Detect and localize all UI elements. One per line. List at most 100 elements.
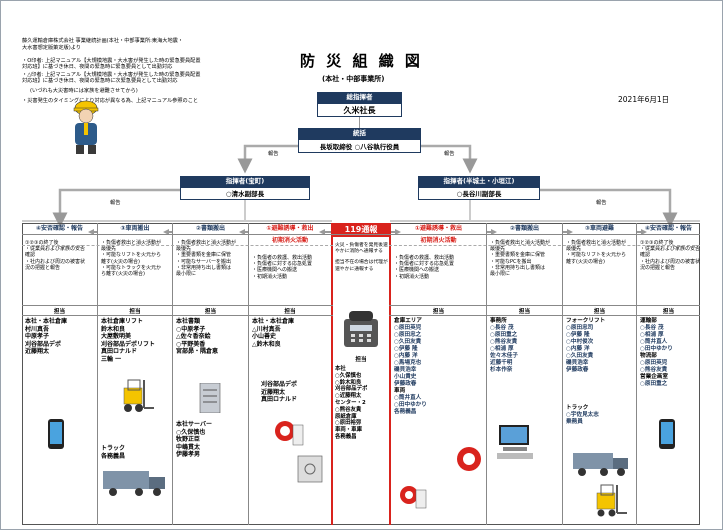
name-line: ○内藤 洋 [394, 353, 418, 359]
name-line: ○近藤翔太 [335, 393, 362, 400]
desc-line: ・初期消火活動 [394, 273, 430, 280]
note-2: 対応班】に基づき休日、夜間の緊急時に緊急要員として出勤対応 [22, 64, 173, 70]
right-col-3-head: ③車両避難 [584, 225, 615, 232]
emergency-names: 本社 ○久保慎也 ○鈴木和良 刈谷部品デポ ○近藤翔太 センター・2 ○熊谷友貴… [335, 366, 367, 441]
fire-alarm-icon [275, 421, 304, 446]
desc-line: 確認 [25, 252, 36, 259]
left-col-2-names-b: 本社サーバー ○久保慎也 牧野正臣 中嶋貫太 伊藤孝男 [176, 421, 212, 459]
name-line: 原紙倉庫 [335, 413, 357, 420]
name-line: △佐々香奈絵 [176, 333, 211, 340]
name-line: 宮部昴・隅倉恵 [176, 348, 219, 355]
right-col-1-head: ①避難誘導・救出 [414, 225, 463, 232]
right-col-1: ①避難誘導・救出 初期消火活動 ・負傷者の救護、救出活動 ・負傷者に対する応急処… [389, 223, 487, 525]
right-col-3-desc: ・負傷者救出と消火活動が 最優先 ・可能なリフトを火元から 離す(火災の場合) [566, 240, 626, 265]
name-line: 車両・車庫 [335, 427, 362, 434]
left-col-1-sub: 初期消火活動 [271, 237, 308, 244]
emergency-tanto: 担当 [355, 357, 367, 363]
text-line: やかに消防へ通報する [335, 249, 383, 255]
name-line: ○長谷 茂 [640, 325, 664, 331]
name-line: ○中原孝子 [176, 325, 206, 333]
desc-line: ・負傷者救出と消火活動が [566, 240, 627, 246]
right-col-3-tanto: 担当 [593, 309, 606, 315]
desc-line: ら離す(火災の場合) [101, 271, 145, 278]
name-line: 本社・本社倉庫 [252, 318, 295, 325]
name-line: ○原田裕弥 [335, 420, 362, 427]
desc-line: 確認 [640, 252, 651, 259]
name-line: フォークリフト [566, 318, 606, 324]
name-line: 倉庫エリア [394, 318, 422, 324]
name-line: 近藤翔太 [25, 348, 50, 355]
report-label-left: 報告 [268, 151, 279, 157]
right-col-3-names: フォークリフト ○原田忠司 ○伊藤 隆 ○中村俊次 ○内藤 洋 ○久田友貴 磯貝… [566, 318, 605, 374]
right-col-4-head: ④安否確認・報告 [644, 225, 693, 232]
name-line: 近藤翔太 [261, 388, 286, 396]
name-line: ○馬場克也 [394, 360, 422, 366]
name-line: 本社・本社倉庫 [25, 318, 68, 325]
name-line: 事務所 [490, 318, 507, 324]
name-line: ○内藤 洋 [566, 346, 590, 352]
safe-icon [297, 455, 323, 483]
fire-alarm-icon [400, 486, 427, 509]
left-col-4-tanto: 担当 [53, 309, 66, 315]
name-line: センター・2 [335, 399, 366, 406]
table-rule [22, 245, 333, 246]
right-col-1-desc: ・負傷者の救護、救出活動 ・負傷者に対する応急処置 ・医療機関への搬送 ・初期消… [394, 255, 454, 280]
desc-line: 最優先 [176, 246, 192, 253]
page-title: 防 災 組 織 図 [300, 52, 423, 70]
name-line: ○熊谷友貴 [640, 367, 668, 373]
forklift-icon [123, 379, 154, 412]
name-line: ○中村俊次 [566, 339, 594, 345]
commander-name: 久米社長 [317, 103, 402, 117]
left-col-1-head: ①避難誘導・救出 [266, 225, 314, 232]
name-line: ○相浦 厚 [640, 332, 664, 338]
left-col-4-head: ④安否確認・報告 [35, 225, 84, 232]
left-col-2-names: 本社書類 ○中原孝子 △佐々香奈絵 ○平野美香 宮部昴・隅倉恵 [176, 318, 218, 356]
name-line: 各務義昌 [101, 452, 126, 460]
name-line: ○原田重之 [640, 381, 668, 387]
name-line: 本社書類 [176, 318, 201, 325]
emergency-label: 119通報 [333, 223, 389, 237]
name-line: 営業企画室 [640, 374, 668, 380]
desc-line: 離す(火災の場合) [566, 258, 605, 265]
text-line: 担当不在の場合は代理が [335, 260, 388, 266]
name-line: ○伊藤 隆 [566, 332, 590, 338]
name-line: △鈴木和良 [252, 340, 281, 348]
desc-line: ・従業員および家族の安否 [25, 246, 86, 253]
name-line: ○熊谷友貴 [335, 406, 362, 413]
name-line: ○原田忠司 [566, 325, 594, 331]
desc-line: 最優先 [490, 246, 506, 253]
left-col-1-desc: ・負傷者の救護、救出活動 ・負傷者に対する応急処置 ・医療機関への搬送 ・初期消… [252, 255, 312, 280]
note-3: ・△印者: 上記マニュアル【大規模地震・大水害が発生した時の緊急要員配置 [22, 72, 201, 78]
text-line: 速やかに通報する [335, 266, 374, 272]
desc-line: ・医療機関への搬送 [252, 267, 298, 274]
computer-icon [497, 425, 533, 459]
name-line: 近藤千明 [490, 360, 513, 366]
table-rule [22, 234, 700, 235]
desc-line: ・可能なリフトを火元から [101, 252, 162, 259]
desc-line: ・負傷者の救護、救出活動 [394, 255, 455, 261]
table-rule [22, 315, 333, 316]
left-col-1-tanto: 担当 [284, 309, 296, 315]
right-col-4-desc: ①②③の終了後 ・従業員および家族の安否 確認 ・社内および周辺の被害状 況の把… [640, 240, 700, 271]
left-col-4-desc: ①②③の終了後 ・従業員および家族の安否 確認 ・社内および周辺の被害状 況の把… [25, 240, 85, 271]
left-col-2-tanto: 担当 [204, 309, 217, 315]
name-line: ○宇佐見太志 [566, 412, 599, 418]
right-col-2-tanto: 担当 [518, 309, 531, 315]
phone-icon [344, 311, 378, 347]
left-col-2-head: ②書類搬出 [195, 225, 226, 232]
name-line: 鈴木和良 [101, 325, 126, 333]
fire-alarm-icon [457, 447, 481, 471]
desc-line: ・負傷者救出と消火活動が [490, 240, 551, 246]
name-line: 村川真吾 [25, 325, 50, 333]
name-line: ○原田重之 [490, 332, 518, 338]
sub-commander-left-name: ○清水副部長 [180, 187, 310, 200]
name-line: 各務義昌 [394, 409, 417, 415]
left-col-3-names: 本社倉庫リフト 鈴木和良 大屋敷明美 刈谷部品デポリフト 真田ロナルド 三輪 一 [101, 318, 155, 363]
right-col-3-names-b: トラック ○宇佐見太志 乗務員 [566, 405, 599, 426]
name-line: 伊藤政春 [566, 367, 589, 373]
left-col-4: ④安否確認・報告 ①②③の終了後 ・従業員および家族の安否 確認 ・社内および周… [22, 223, 98, 525]
right-col-4: ④安否確認・報告 ①②③の終了後 ・従業員および家族の安否 確認 ・社内および周… [637, 223, 700, 525]
name-line: ○長谷 茂 [490, 325, 514, 331]
